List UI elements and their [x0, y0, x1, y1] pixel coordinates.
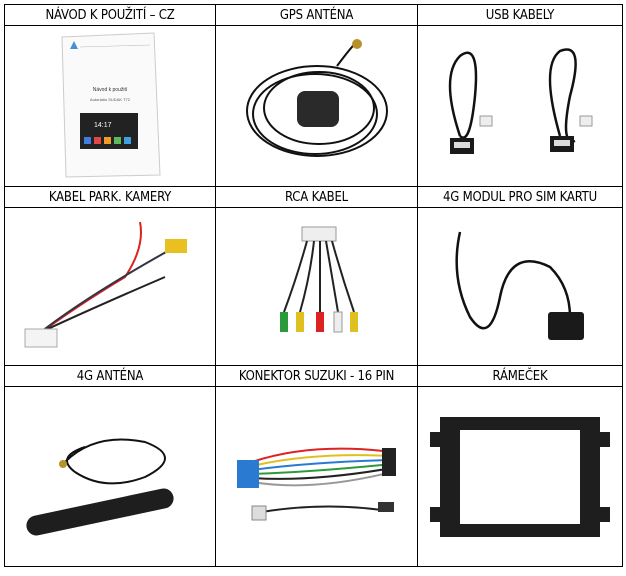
- label-parking-camera-cable: KABEL PARK. KAMERY: [4, 186, 216, 208]
- package-contents-table: NÁVOD K POUŽITÍ – CZ GPS ANTÉNA USB KABE…: [4, 4, 623, 567]
- 4g-antenna-image: [4, 386, 216, 567]
- suzuki-connector-image: [215, 386, 418, 567]
- label-suzuki-connector: KONEKTOR SUZUKI - 16 PIN: [215, 365, 418, 387]
- parking-camera-cable-image: [4, 207, 216, 366]
- usb-cables-icon: [448, 48, 593, 154]
- 4g-sim-module-icon: [455, 231, 584, 340]
- manual-clock: 14:17: [94, 122, 112, 129]
- gps-antenna-icon: [245, 39, 388, 157]
- label-frame: RÁMEČEK: [417, 365, 623, 387]
- gps-antenna-image: [215, 25, 418, 187]
- parking-camera-cable-icon: [24, 221, 187, 347]
- label-4g-sim-module: 4G MODUL PRO SIM KARTU: [417, 186, 623, 208]
- rca-cable-icon: [279, 226, 358, 332]
- manual-image: Návod k použití Autorádio SUDAK T72 14:1…: [4, 25, 216, 187]
- label-rca-cable: RCA KABEL: [215, 186, 418, 208]
- label-gps-antenna: GPS ANTÉNA: [215, 4, 418, 26]
- 4g-antenna-icon: [26, 438, 174, 536]
- manual-booklet-icon: Návod k použití Autorádio SUDAK T72 14:1…: [61, 32, 161, 178]
- frame-image: [417, 386, 623, 567]
- manual-title: Návod k použití: [93, 87, 128, 93]
- label-4g-antenna: 4G ANTÉNA: [4, 365, 216, 387]
- label-usb-cables: USB KABELY: [417, 4, 623, 26]
- usb-cables-image: [417, 25, 623, 187]
- suzuki-connector-icon: [236, 447, 396, 520]
- label-manual: NÁVOD K POUŽITÍ – CZ: [4, 4, 216, 26]
- rca-cable-image: [215, 207, 418, 366]
- 4g-sim-module-image: [417, 207, 623, 366]
- frame-icon: [430, 416, 610, 537]
- manual-subtitle: Autorádio SUDAK T72: [90, 97, 131, 102]
